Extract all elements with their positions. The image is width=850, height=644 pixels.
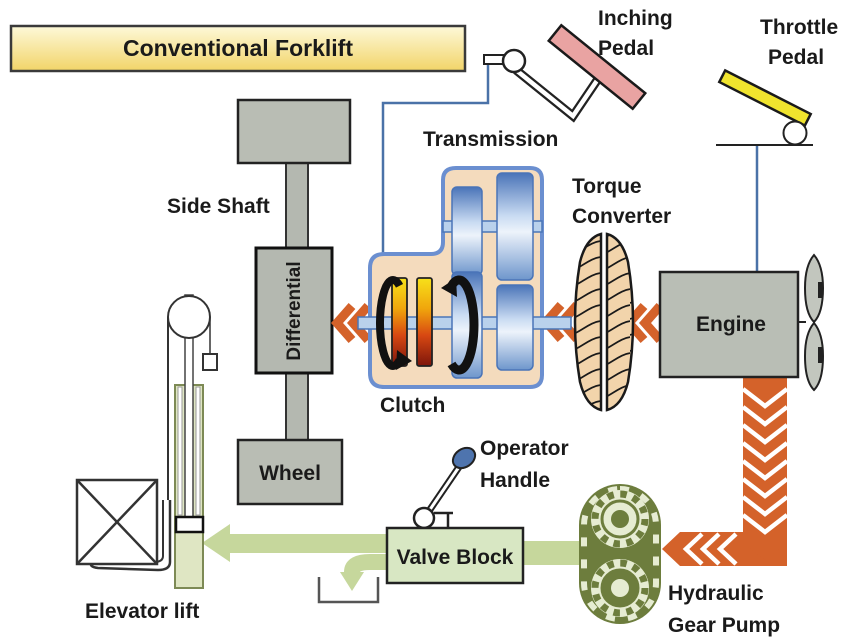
side-shaft-lower [285,370,309,442]
throttle-control-line [716,144,813,272]
side-shaft-upper [285,162,309,251]
linkage-pivot [501,48,527,74]
arrow-differential-clutch [330,303,356,343]
elevator-lift-graphic [75,294,218,589]
differential-box [254,246,334,375]
counterweight [202,353,218,371]
side-shaft-assembly: Differential Wheel Side Shaft [167,98,352,506]
operator-handle-label-1: Operator [480,437,569,460]
clutch-rotation-arrow [376,276,404,370]
page-title: Conventional Forklift [123,35,353,61]
clutch-label: Clutch [380,394,445,417]
differential-label: Differential [284,261,305,360]
hydraulic-flow [202,524,580,604]
inching-pedal-label-1: Inching [598,7,673,30]
elevator-lift-label: Elevator lift [85,600,199,623]
throttle-pedal-label-2: Pedal [768,46,824,69]
valve-block-label: Valve Block [397,546,514,569]
inching-pedal-label-2: Pedal [598,37,654,60]
title-box: Conventional Forklift [9,24,467,73]
upper-gear-shaft [442,220,543,233]
pump-gear-bottom [591,559,649,617]
transmission-graphic [357,166,572,389]
pump-to-valve-band [523,541,580,565]
piston-collar [174,515,205,534]
clutch-graphic [376,275,479,375]
gear-pump-graphic [579,484,661,624]
transmission-label: Transmission [423,128,558,151]
engine-label: Engine [696,313,766,336]
drain-elbow [344,554,387,574]
handle-pivot [412,506,436,530]
side-shaft-label: Side Shaft [167,195,270,218]
lift-arrowhead [202,524,230,562]
gear [496,284,534,371]
gear-pump-label-2: Gear Pump [668,614,780,637]
gear [496,172,534,281]
pedal-roller [782,120,808,146]
pulley-icon [167,295,211,339]
load-crate [75,478,159,566]
throttle-pedal-label-1: Throttle [760,16,838,39]
torque-converter-label-1: Torque [572,175,642,198]
engine-to-pump-flow [662,377,789,566]
clutch-rotation-arrow [447,275,479,375]
gear [451,186,483,276]
valve-block-graphic: Valve Block [385,446,525,585]
drain-arrowhead [340,572,364,591]
operator-handle-label-2: Handle [480,469,550,492]
inching-pedal-pad [546,23,648,111]
torque-converter-graphic [573,232,635,412]
engine-fan-icon [798,253,825,392]
throttle-pedal-graphic [717,68,813,146]
drain-tank-icon [317,577,380,604]
engine-box [658,270,800,379]
inching-control-line [381,64,490,260]
wheel-box [236,438,344,506]
torque-converter-label-2: Converter [572,205,671,228]
top-wheel-box [236,98,352,165]
arrow-differential-clutch [346,303,372,343]
engine-graphic: Engine [658,253,825,392]
throttle-pedal-pad [717,68,813,128]
inching-pedal-graphic [483,23,648,123]
handle-knob [451,446,477,470]
pump-gear-top [591,490,649,548]
wheel-label: Wheel [259,462,321,485]
valve-block-box [385,526,525,585]
valve-to-lift-band [228,534,387,553]
arrow-torque-engine [638,303,664,343]
gear-pump-label-1: Hydraulic [668,582,764,605]
